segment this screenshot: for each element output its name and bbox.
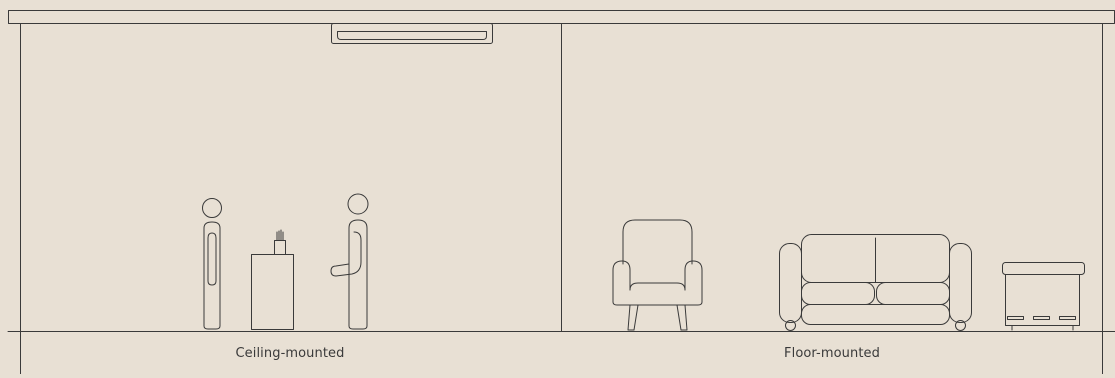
floor-mounted-label: Floor-mounted: [784, 346, 880, 361]
ceiling-slab: [9, 11, 1115, 24]
sofa: [780, 235, 972, 331]
person-gesturing-figure: [331, 194, 368, 329]
ceiling-mounted-label: Ceiling-mounted: [235, 346, 345, 361]
side-table: [252, 255, 294, 330]
ceiling-cassette-unit: [332, 24, 493, 44]
side-table-with-vase: [252, 230, 294, 330]
person-head: [203, 199, 222, 218]
person-head: [348, 194, 368, 214]
floor-console-unit: [1003, 263, 1085, 331]
person-standing-figure: [203, 199, 222, 330]
vase: [275, 241, 286, 255]
armchair: [613, 220, 702, 330]
